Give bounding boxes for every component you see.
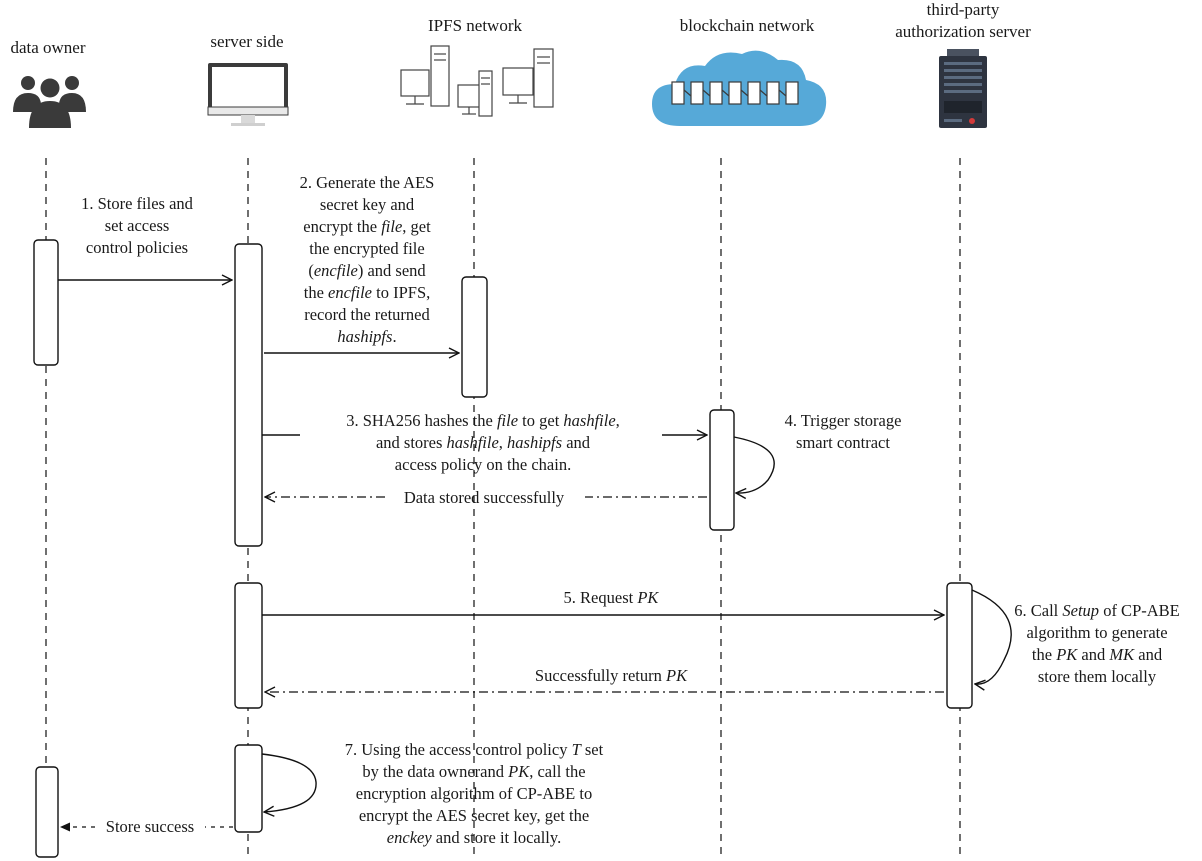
- participant-blockchain-label: blockchain network: [680, 16, 815, 35]
- message-4-self-loop: [733, 436, 775, 493]
- lifelines: [45, 158, 961, 858]
- svg-text:encrypt the file, get: encrypt the file, get: [303, 217, 431, 236]
- activation-bars: [33, 239, 973, 858]
- svg-text:encryption algorithm of CP-ABE: encryption algorithm of CP-ABE to: [356, 784, 592, 803]
- svg-text:6. Call Setup of CP-ABE: 6. Call Setup of CP-ABE: [1014, 601, 1179, 620]
- return-pk-label-bg: [512, 666, 712, 686]
- activation-ipfs: [461, 276, 488, 398]
- message-6-self-loop: [971, 589, 1012, 684]
- svg-text:2. Generate the AES: 2. Generate the AES: [300, 173, 435, 192]
- message-5-label: 5. Request PK: [564, 588, 660, 607]
- participant-ipfs-label: IPFS network: [428, 16, 522, 35]
- svg-text:the encfile to IPFS,: the encfile to IPFS,: [304, 283, 431, 302]
- svg-text:3. SHA256 hashes the file to g: 3. SHA256 hashes the file to get hashfil…: [346, 411, 620, 430]
- people-group-icon: [13, 76, 86, 128]
- svg-text:control policies: control policies: [86, 238, 188, 257]
- activation-server-3: [234, 744, 263, 833]
- activation-server-1: [234, 243, 263, 547]
- svg-text:access policy on the chain.: access policy on the chain.: [395, 455, 571, 474]
- svg-text:the PK and MK and: the PK and MK and: [1032, 645, 1163, 664]
- desktop-computer-icon: [207, 63, 289, 126]
- message-7-self-loop: [261, 753, 317, 812]
- svg-text:record the returned: record the returned: [304, 305, 430, 324]
- return-data-stored-label: Data stored successfully: [404, 488, 565, 507]
- svg-text:enckey and store it locally.: enckey and store it locally.: [387, 828, 561, 847]
- svg-text:set access: set access: [105, 216, 170, 235]
- participant-server-side-label: server side: [210, 32, 283, 51]
- svg-text:and stores hashfile, hashipfs: and stores hashfile, hashipfs and: [376, 433, 591, 452]
- svg-text:by the data ownerand PK, call: by the data ownerand PK, call the: [362, 762, 585, 781]
- message-4-label: 4. Trigger storage smart contract: [785, 411, 902, 452]
- activation-server-2: [234, 582, 263, 709]
- activation-blockchain: [709, 409, 735, 531]
- activation-data-owner-2: [35, 766, 59, 858]
- networked-computers-icon: [400, 45, 554, 117]
- participant-data-owner-label: data owner: [10, 38, 85, 57]
- svg-text:(encfile) and send: (encfile) and send: [308, 261, 426, 280]
- svg-text:4. Trigger storage: 4. Trigger storage: [785, 411, 902, 430]
- message-6-label: 6. Call Setup of CP-ABE algorithm to gen…: [1014, 601, 1179, 686]
- svg-text:secret key and: secret key and: [320, 195, 415, 214]
- svg-text:1. Store files and: 1. Store files and: [81, 194, 194, 213]
- participant-auth-label-line1: third-party: [927, 0, 1000, 19]
- svg-text:smart contract: smart contract: [796, 433, 890, 452]
- message-3-label: 3. SHA256 hashes the file to get hashfil…: [346, 411, 620, 474]
- message-2-label: 2. Generate the AES secret key and encry…: [300, 173, 435, 346]
- activation-auth: [946, 582, 973, 709]
- svg-text:encrypt the AES secret key, ge: encrypt the AES secret key, get the: [359, 806, 589, 825]
- svg-text:the encrypted file: the encrypted file: [309, 239, 424, 258]
- server-rack-icon: [939, 49, 987, 128]
- svg-text:hashipfs.: hashipfs.: [337, 327, 396, 346]
- participant-auth-label-line2: authorization server: [895, 22, 1031, 41]
- return-store-success-label: Store success: [106, 817, 194, 836]
- blockchain-cloud-icon: [652, 50, 827, 126]
- message-1-label: 1. Store files and set access control po…: [81, 194, 194, 257]
- message-7-label: 7. Using the access control policy T set…: [345, 740, 604, 847]
- activation-data-owner-1: [33, 239, 59, 366]
- return-pk-label: Successfully return PK: [535, 666, 688, 685]
- svg-text:store them locally: store them locally: [1038, 667, 1157, 686]
- svg-text:7. Using the access control po: 7. Using the access control policy T set: [345, 740, 604, 759]
- svg-text:algorithm to generate: algorithm to generate: [1026, 623, 1167, 642]
